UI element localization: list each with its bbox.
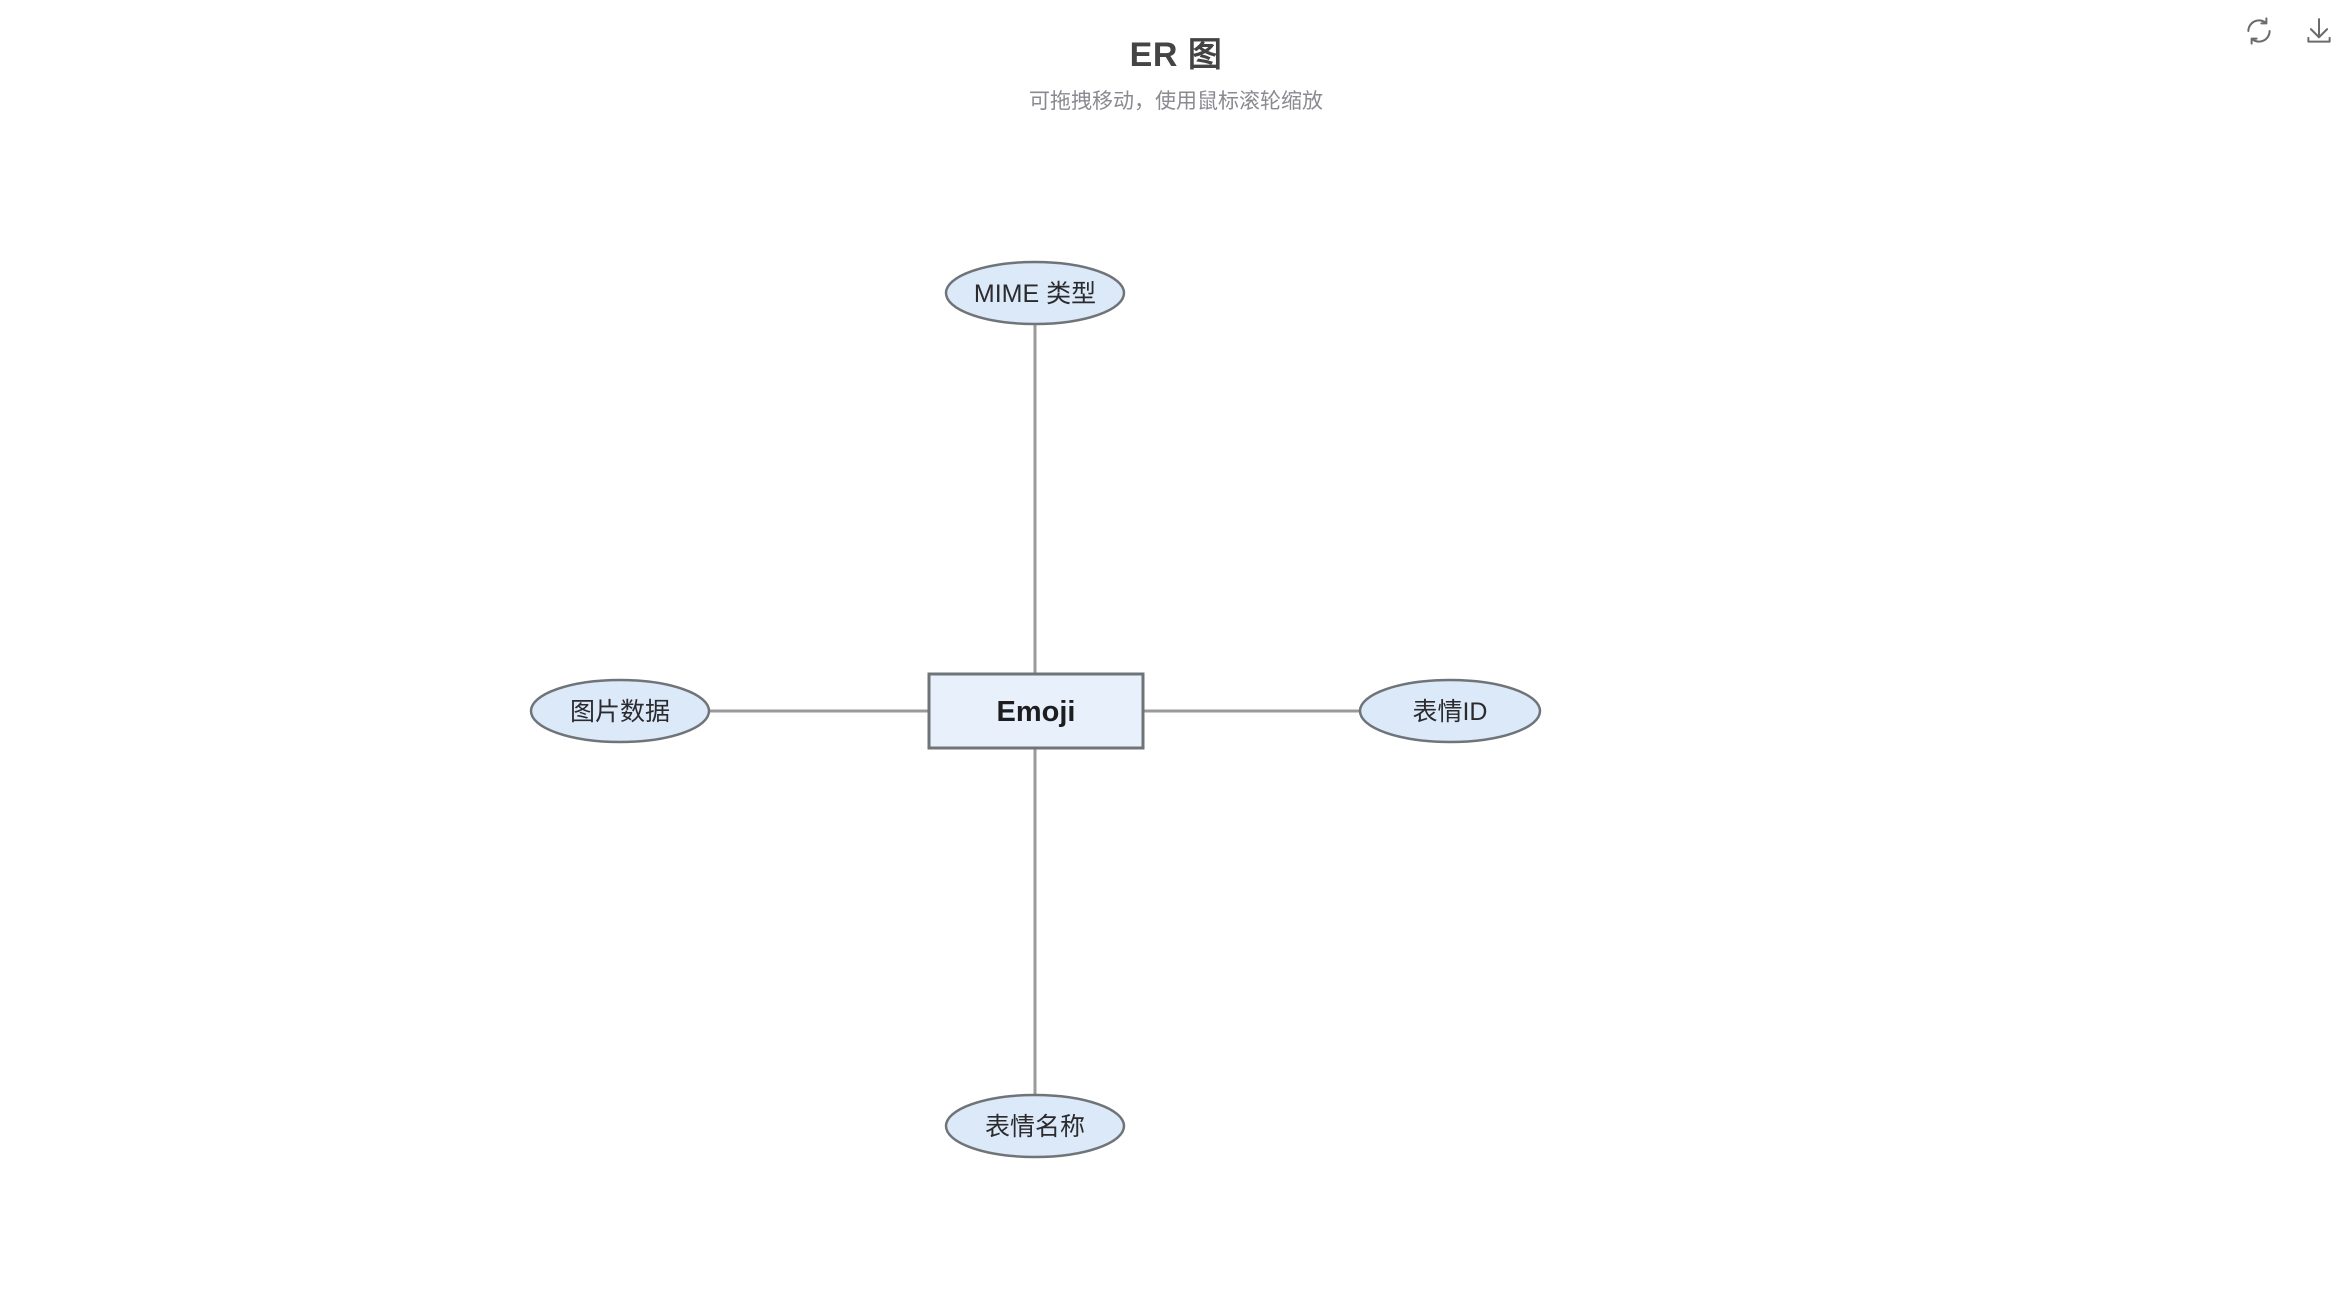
node-shape-ellipse bbox=[1358, 678, 1542, 744]
download-button[interactable] bbox=[2296, 8, 2342, 54]
node-label: MIME 类型 bbox=[974, 280, 1096, 308]
download-icon bbox=[2304, 16, 2334, 46]
node-label: 表情ID bbox=[1412, 698, 1487, 726]
refresh-button[interactable] bbox=[2236, 8, 2282, 54]
node-shape-ellipse bbox=[944, 260, 1126, 326]
toolbar bbox=[2236, 8, 2342, 54]
node-emoji-name[interactable]: 表情名称 bbox=[944, 1093, 1126, 1159]
node-entity-emoji[interactable]: Emoji bbox=[927, 672, 1145, 750]
node-label: Emoji bbox=[997, 696, 1076, 728]
refresh-icon bbox=[2244, 16, 2274, 46]
node-shape-rect bbox=[927, 672, 1145, 750]
node-label: 图片数据 bbox=[570, 698, 670, 726]
node-shape-ellipse bbox=[529, 678, 711, 744]
edge-group bbox=[710, 324, 1360, 1098]
node-emoji-id[interactable]: 表情ID bbox=[1358, 678, 1542, 744]
node-mime-type[interactable]: MIME 类型 bbox=[944, 260, 1126, 326]
node-image-data[interactable]: 图片数据 bbox=[529, 678, 711, 744]
node-shape-ellipse bbox=[944, 1093, 1126, 1159]
node-label: 表情名称 bbox=[985, 1113, 1085, 1141]
